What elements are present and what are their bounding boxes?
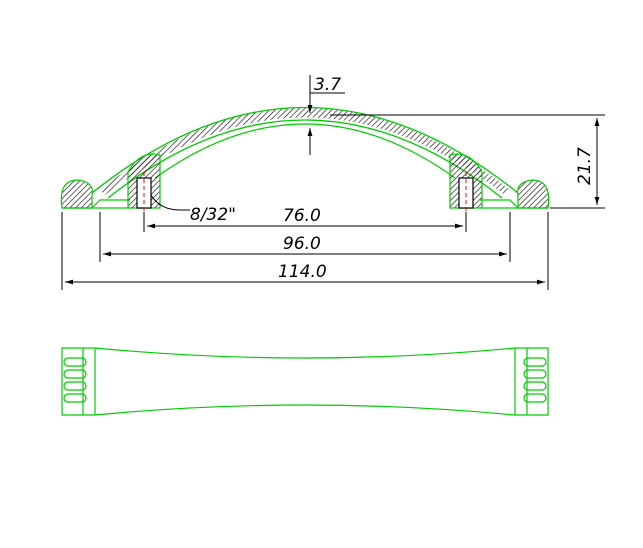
mid-span-label: 96.0: [283, 234, 321, 254]
arch-underside-outline: [154, 123, 456, 179]
top-view-outline: [61, 347, 549, 416]
right-foot-outline: [480, 199, 519, 209]
arch-shell-hatch: [100, 107, 510, 195]
hole-spacing-label: 76.0: [283, 206, 321, 226]
right-grip-slot: [523, 393, 547, 403]
left-grip-slot: [63, 357, 87, 367]
thread-leader: [150, 194, 190, 211]
thread-label: 8/32": [190, 205, 236, 225]
top-view: [61, 347, 549, 416]
left-grip-slot: [63, 369, 87, 379]
arch-outer-outline: [91, 107, 519, 194]
arch-inner-outline: [107, 119, 503, 199]
right-grip-slot: [523, 381, 547, 391]
right-end-knob: [516, 179, 550, 209]
left-grip-slot: [63, 393, 87, 403]
thickness-label: 3.7: [314, 75, 341, 95]
right-grip-slot: [523, 357, 547, 367]
overall-length-label: 114.0: [278, 262, 327, 282]
dimensions: [61, 75, 605, 290]
left-foot-outline: [91, 199, 130, 209]
left-end-knob: [60, 179, 94, 209]
front-view: [60, 107, 550, 215]
left-grip-slot: [63, 381, 87, 391]
height-label: 21.7: [575, 147, 595, 185]
right-grip-slot: [523, 369, 547, 379]
